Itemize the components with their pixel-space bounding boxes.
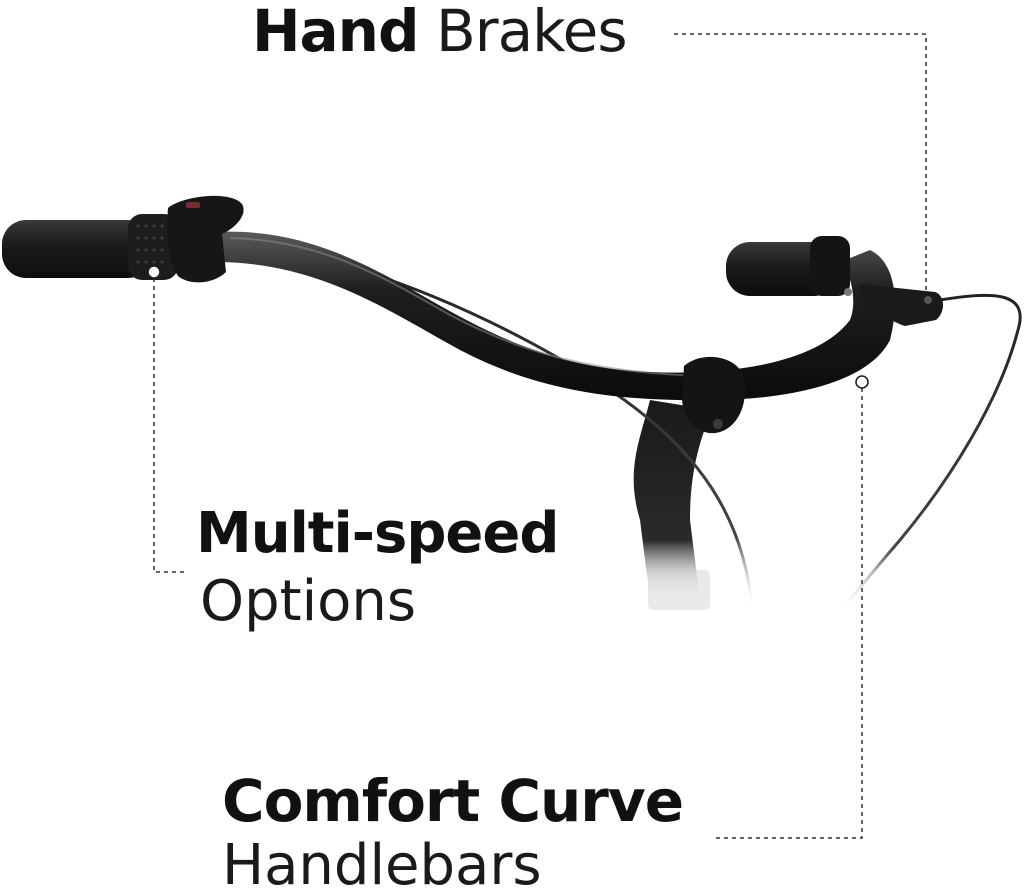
callout-hand-brakes-light: Brakes (435, 0, 628, 65)
clamp-bolt (713, 419, 723, 429)
brake-bolt-2 (924, 296, 932, 304)
left-shifter (167, 195, 244, 283)
leader-line-hand-brakes (674, 33, 927, 292)
stem-collar (648, 570, 710, 610)
brake-cable-right (838, 293, 1022, 613)
right-brake-lever (860, 284, 944, 326)
callout-anchor-icon (855, 375, 869, 389)
callout-anchor-icon (147, 265, 161, 279)
brake-bolt (844, 288, 852, 296)
stem (633, 400, 712, 600)
right-grip-end (810, 236, 850, 296)
handlebar (215, 231, 895, 401)
stem-clamp (682, 356, 746, 434)
callout-anchors (147, 265, 869, 389)
callout-multi-speed-bold: Multi-speed (196, 501, 559, 566)
shifter-accent (186, 202, 200, 208)
leader-lines (153, 33, 927, 839)
handlebar-highlight (229, 237, 701, 377)
callout-hand-brakes-bold: Hand (252, 0, 419, 65)
callout-hand-brakes: Hand Brakes (252, 2, 628, 60)
leader-line-comfort-curve (712, 388, 863, 839)
left-grip-textured (128, 214, 178, 280)
leader-line-multi-speed (153, 278, 184, 573)
callout-multi-speed-light: Options (200, 569, 417, 634)
callout-comfort-curve-light: Handlebars (222, 833, 542, 896)
grip-texture (136, 224, 164, 264)
callout-comfort-curve-bold: Comfort Curve (222, 767, 684, 835)
left-grip (2, 220, 152, 278)
